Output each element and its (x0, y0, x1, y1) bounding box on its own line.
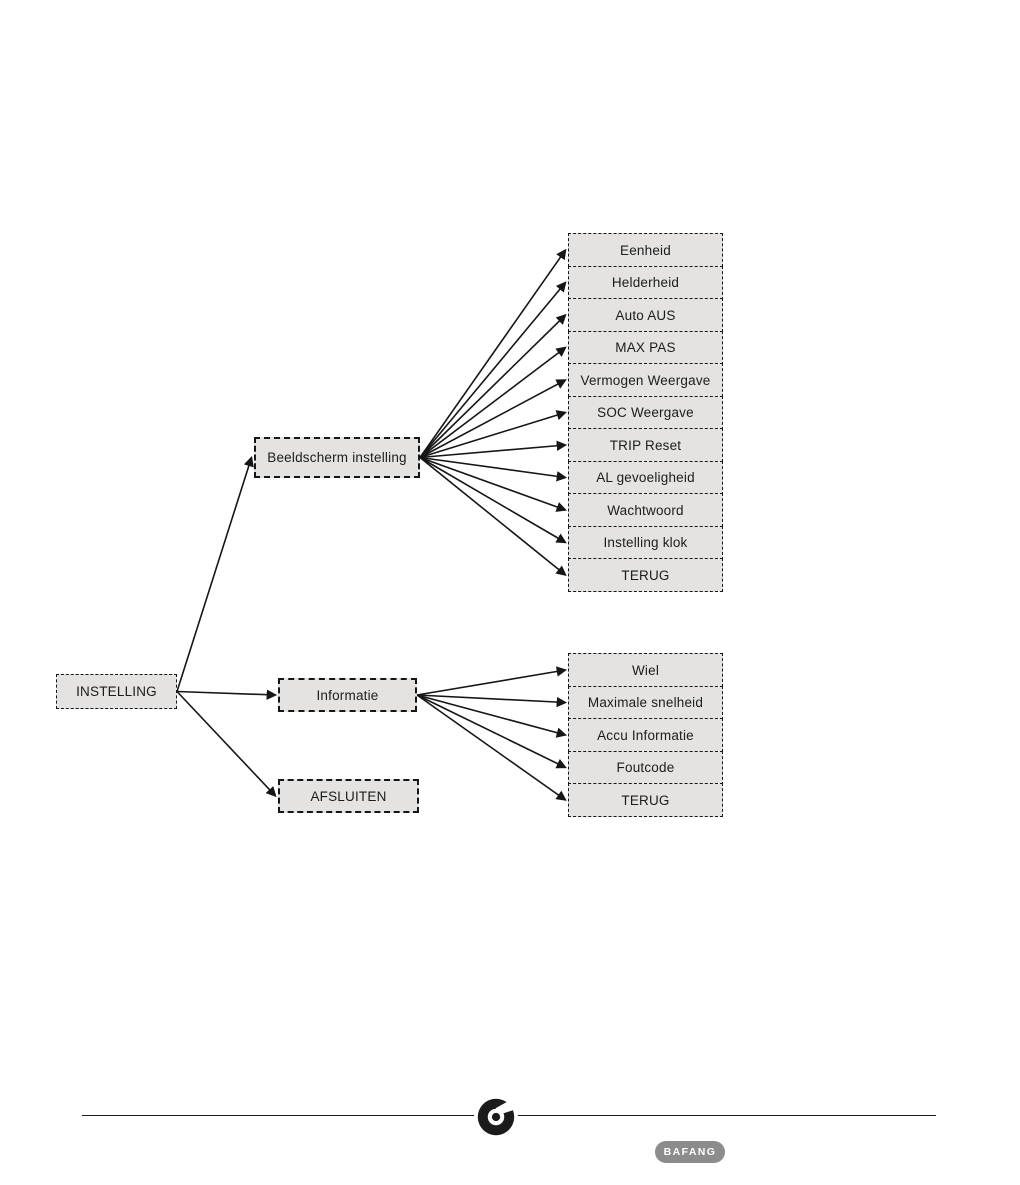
menu-item-label: Accu Informatie (597, 727, 694, 743)
menu-item-label: Foutcode (616, 760, 675, 775)
menu-item-label: TRIP Reset (609, 437, 682, 453)
node-instelling: INSTELLING (56, 674, 177, 709)
menu-item: Eenheid (568, 233, 723, 267)
menu-item-label: Eenheid (620, 242, 671, 258)
node-label: Informatie (316, 687, 379, 703)
node-informatie: Informatie (278, 678, 417, 712)
bafang-badge: BAFANG (655, 1141, 725, 1163)
menu-item: TERUG (568, 783, 723, 817)
bafang-logo-icon (473, 1094, 519, 1140)
menu-item-label: Maximale snelheid (587, 695, 704, 710)
menu-item: Auto AUS (568, 298, 723, 332)
menu-item-label: Instelling klok (603, 535, 688, 550)
menu-item: Foutcode (568, 750, 723, 785)
menu-item: Vermogen Weergave (568, 363, 723, 397)
menu-item: TERUG (568, 558, 723, 592)
menu-item: Accu Informatie (568, 718, 723, 752)
menu-item-label: Vermogen Weergave (580, 372, 711, 388)
menu-item: MAX PAS (568, 330, 723, 365)
menu-item-label: TERUG (621, 792, 670, 808)
menu-item-label: Auto AUS (615, 307, 676, 323)
node-label: INSTELLING (76, 684, 157, 699)
menu-item-label: AL gevoeligheid (596, 470, 695, 485)
menu-item-label: TERUG (621, 567, 670, 583)
node-label: Beeldscherm instelling (267, 450, 407, 465)
node-beeldscherm-instelling: Beeldscherm instelling (254, 437, 420, 478)
menu-item: Wiel (568, 653, 723, 687)
menu-item-label: Wachtwoord (607, 502, 684, 518)
menu-item: Helderheid (568, 265, 723, 300)
menu-item: Maximale snelheid (568, 685, 723, 720)
menu-item: Wachtwoord (568, 493, 723, 527)
bafang-badge-label: BAFANG (663, 1146, 717, 1158)
menu-item: Instelling klok (568, 525, 723, 560)
node-label: AFSLUITEN (310, 788, 387, 804)
menu-item-label: SOC Weergave (597, 405, 694, 420)
node-afsluiten: AFSLUITEN (278, 779, 419, 813)
menu-item: TRIP Reset (568, 428, 723, 462)
menu-item: SOC Weergave (568, 395, 723, 430)
menu-item: AL gevoeligheid (568, 460, 723, 495)
menu-item-label: Helderheid (611, 275, 680, 290)
menu-item-label: MAX PAS (615, 340, 676, 355)
menu-item-label: Wiel (631, 662, 660, 678)
